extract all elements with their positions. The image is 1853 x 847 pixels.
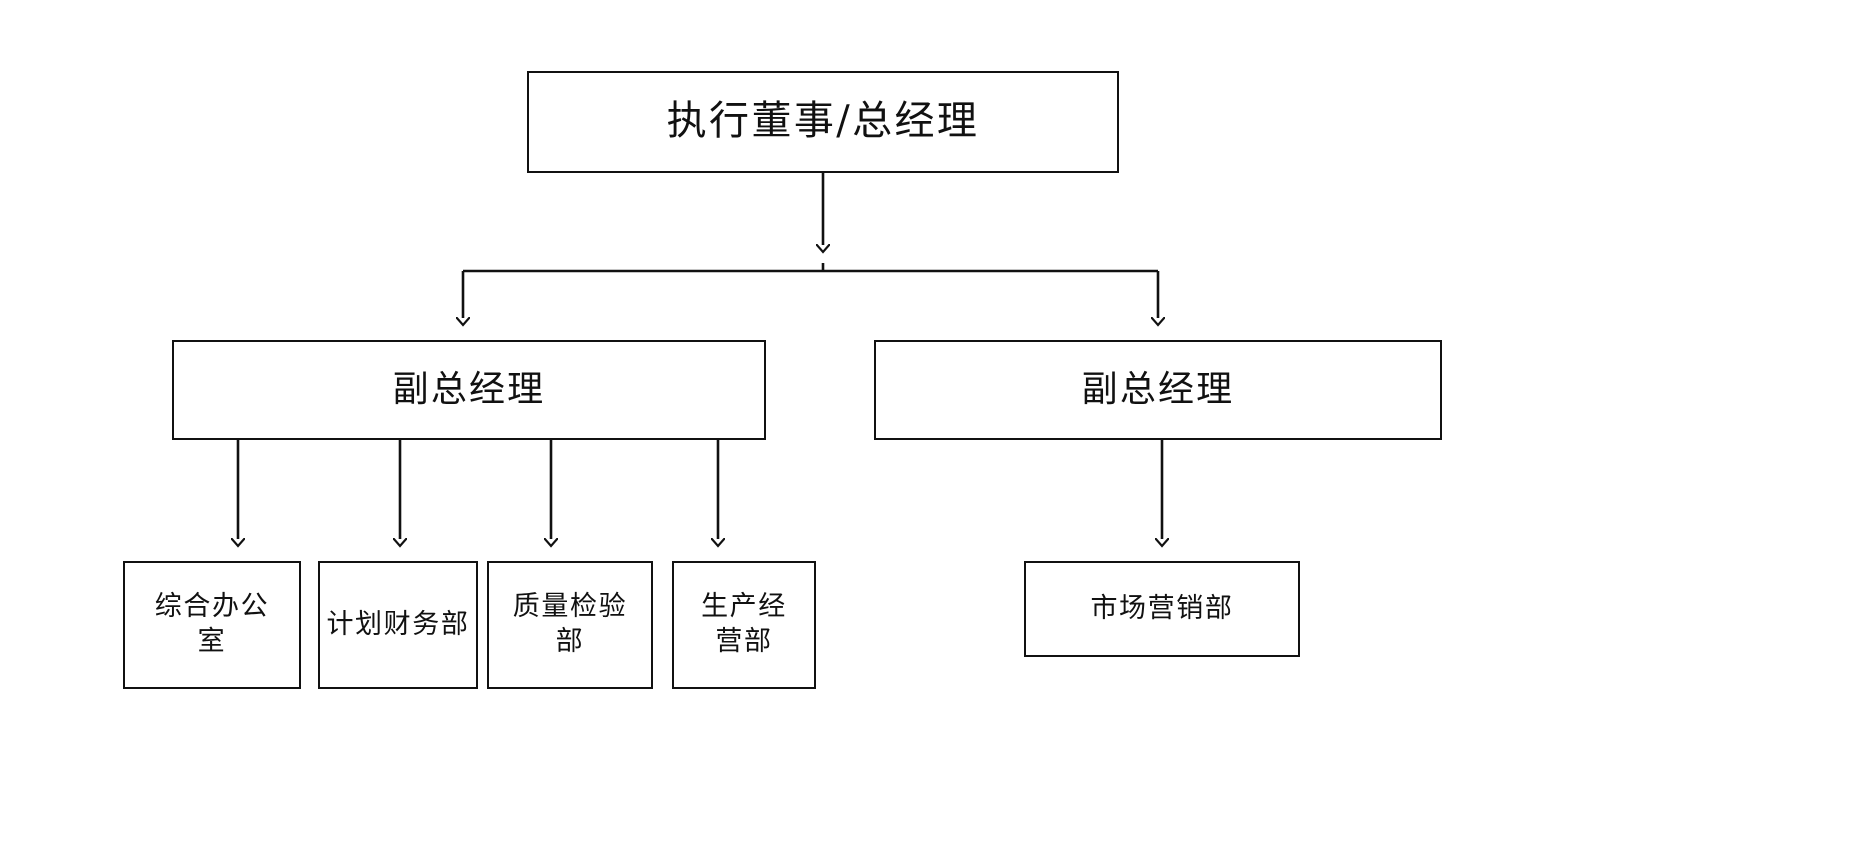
node-deputy-gm-right[interactable]: 副总经理	[874, 340, 1442, 440]
node-general-office[interactable]: 综合办公 室	[123, 561, 301, 689]
node-quality-inspection[interactable]: 质量检验 部	[487, 561, 653, 689]
node-general-office-label: 综合办公 室	[154, 591, 270, 657]
node-planning-finance-label: 计划财务部	[326, 608, 470, 640]
node-production-operations[interactable]: 生产经 营部	[672, 561, 816, 689]
node-quality-inspection-label: 质量检验 部	[512, 591, 628, 657]
node-marketing[interactable]: 市场营销部	[1024, 561, 1300, 657]
node-planning-finance[interactable]: 计划财务部	[318, 561, 478, 689]
node-deputy-gm-left[interactable]: 副总经理	[172, 340, 766, 440]
node-marketing-label: 市场营销部	[1090, 592, 1234, 624]
node-deputy-gm-right-label: 副总经理	[1081, 368, 1235, 410]
node-deputy-gm-left-label: 副总经理	[392, 368, 546, 410]
node-production-operations-label: 生产经 营部	[701, 591, 787, 657]
node-executive-director[interactable]: 执行董事/总经理	[527, 71, 1119, 173]
node-executive-director-label: 执行董事/总经理	[666, 98, 980, 145]
